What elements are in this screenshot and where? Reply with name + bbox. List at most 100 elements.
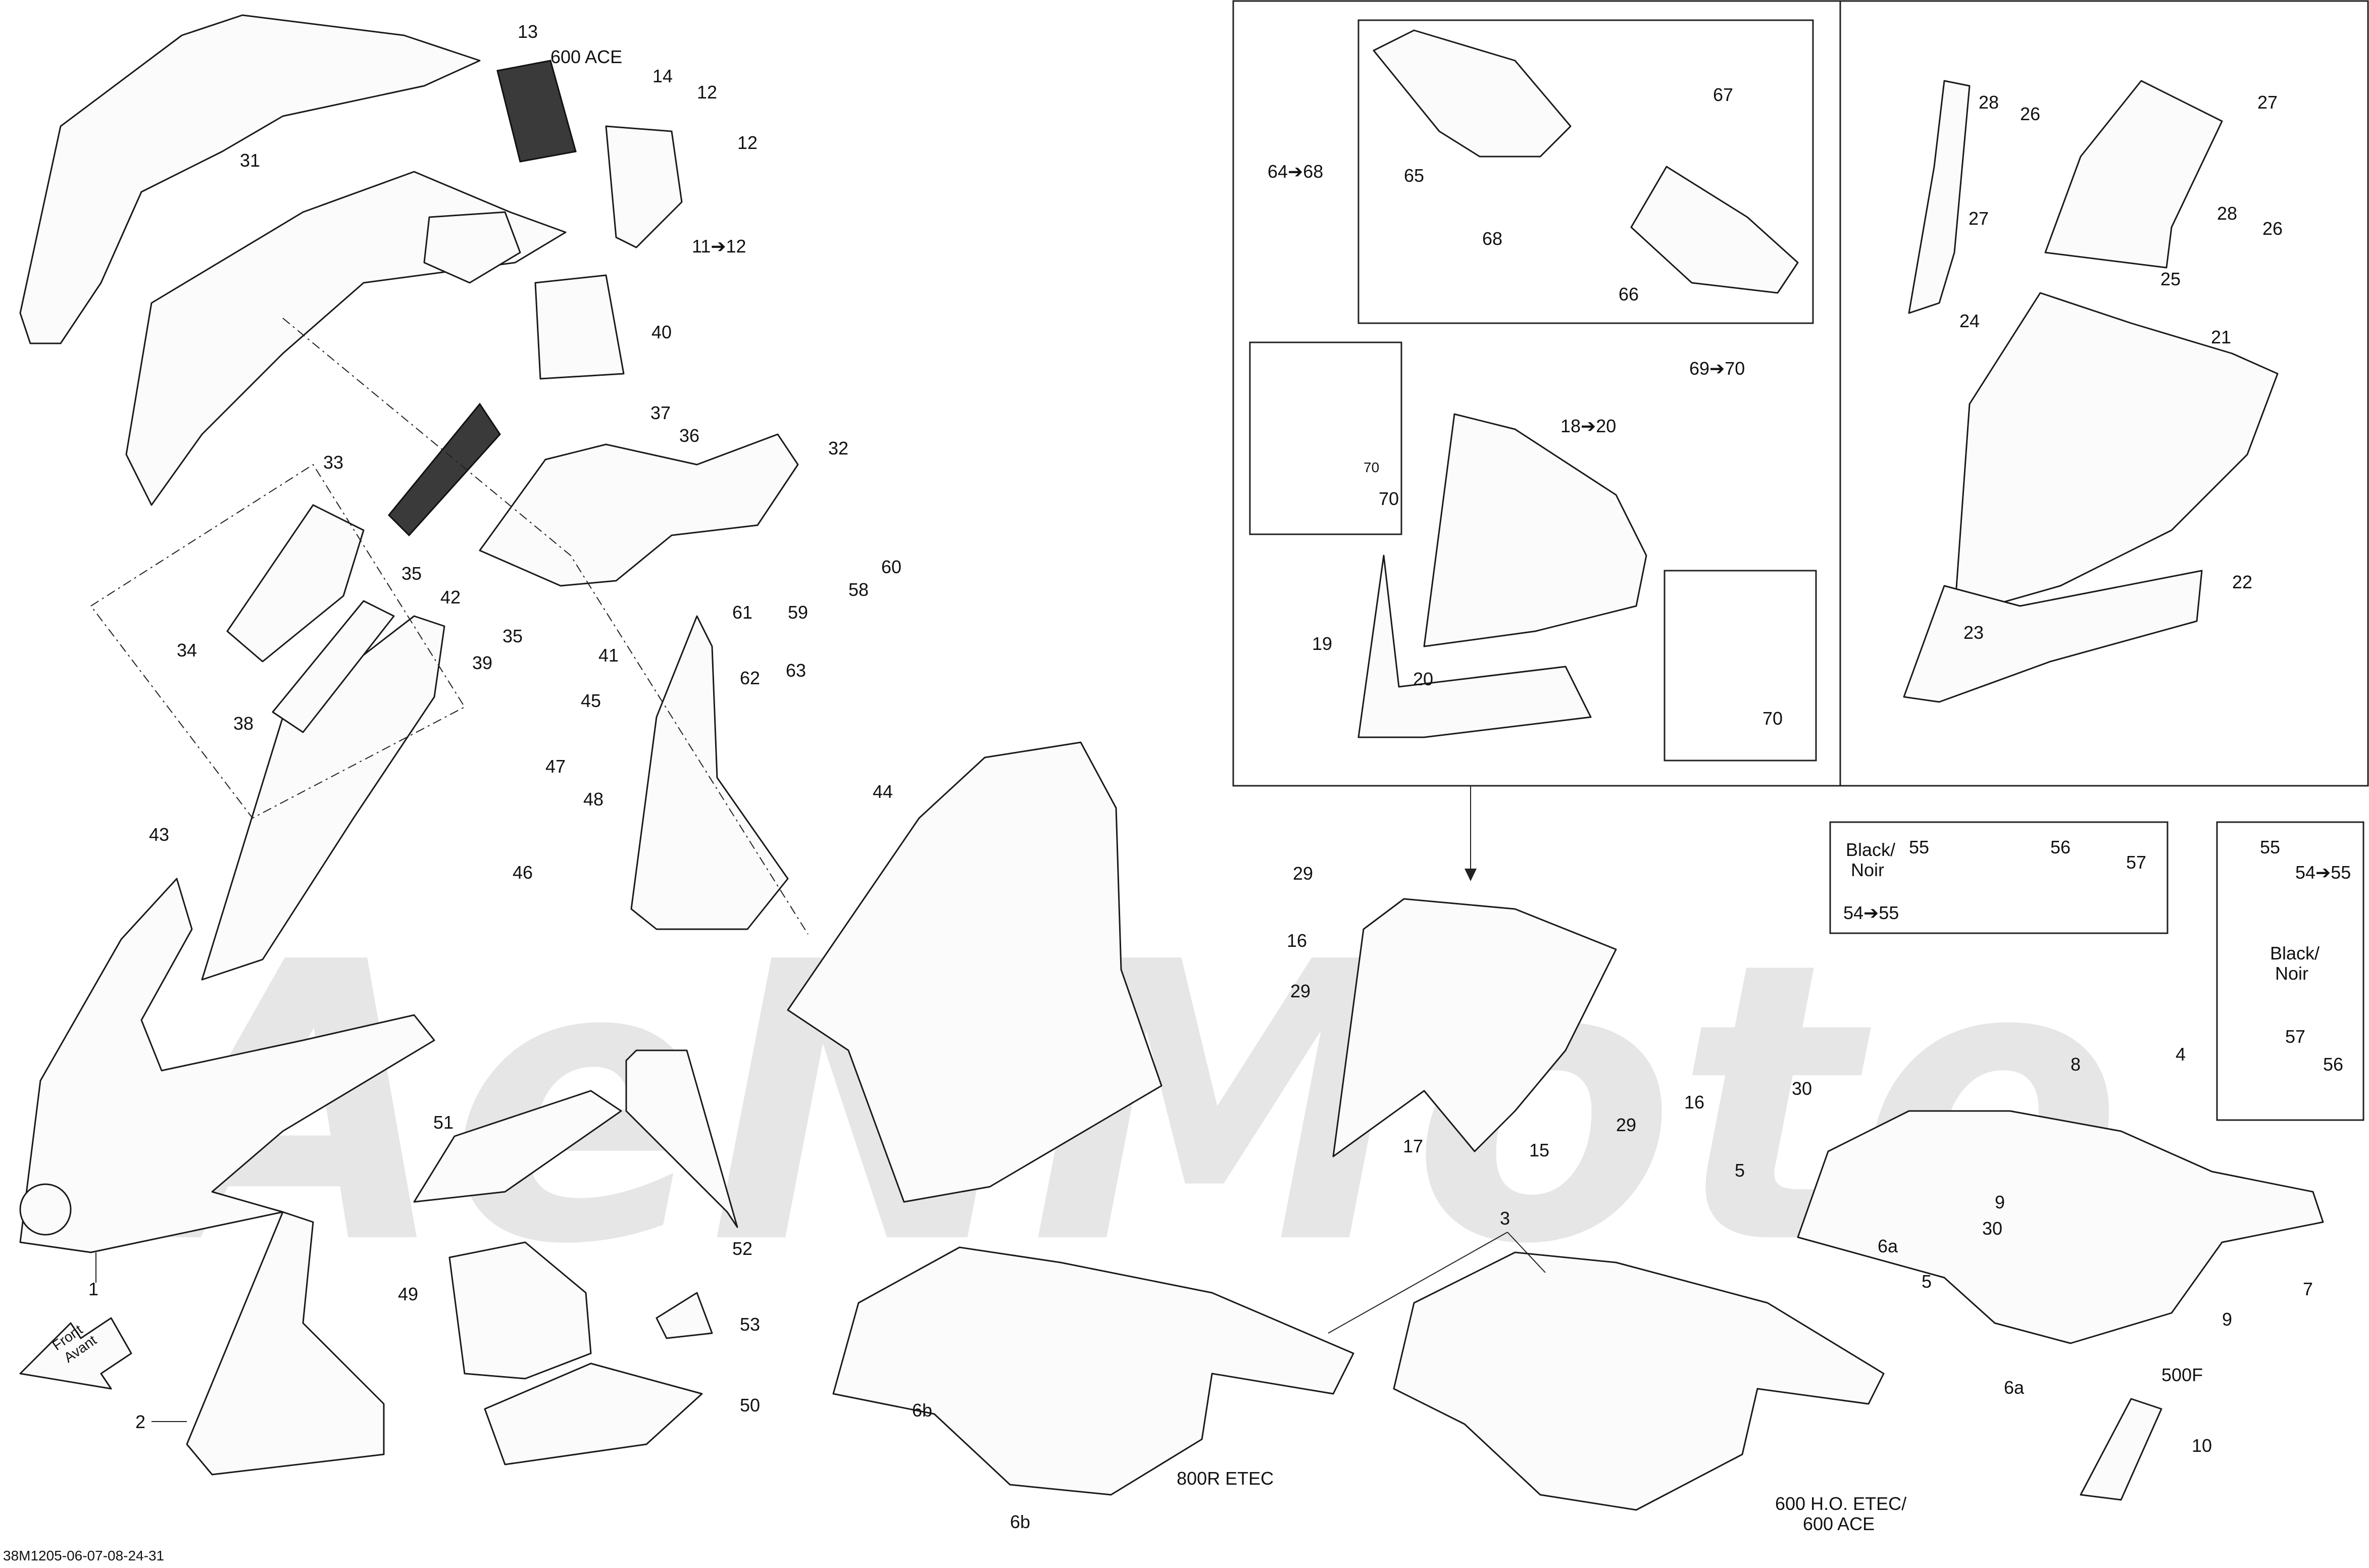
visor-trim-part	[1903, 570, 2203, 703]
callout-15: 15	[1529, 1140, 1549, 1160]
callout-9a: 9	[1995, 1192, 2005, 1212]
callout-7: 7	[2303, 1279, 2313, 1299]
callout-27a: 27	[1969, 208, 1989, 229]
callout-4: 4	[2176, 1044, 2186, 1065]
callout-70c: 70	[1379, 488, 1399, 509]
lower-cover-part	[484, 1362, 703, 1465]
callout-31: 31	[240, 150, 260, 171]
callout-33: 33	[323, 452, 343, 473]
trim-piece-part	[656, 1292, 713, 1339]
trim-part	[272, 600, 395, 733]
colour-note-a-line2: Noir	[1851, 859, 1884, 880]
callout-55a: 55	[1909, 837, 1929, 857]
side-frame-600-part	[1393, 1251, 1885, 1511]
callout-8: 8	[2071, 1054, 2081, 1075]
vent-frame-part	[226, 504, 365, 663]
callout-62: 62	[740, 668, 760, 688]
leader	[1507, 1232, 1546, 1273]
callout-37: 37	[650, 402, 671, 423]
front-direction-arrow: Front Avant	[19, 1317, 132, 1390]
callouts: 1 2 3 4 5 5 6a 6a 6b 6b 7 8 9 9 10 11➔12…	[88, 21, 2351, 1532]
panel-part	[534, 274, 625, 380]
handguard-left-part	[1373, 29, 1572, 158]
callout-40: 40	[651, 322, 672, 342]
arrowhead-icon	[1465, 869, 1477, 881]
guide-line	[282, 318, 809, 935]
callout-60: 60	[881, 557, 901, 577]
callout-35b: 35	[502, 626, 523, 646]
callout-2: 2	[135, 1411, 145, 1432]
callout-30a: 30	[1792, 1078, 1812, 1099]
callout-6a-2: 6a	[2004, 1377, 2025, 1398]
callout-41: 41	[598, 645, 619, 666]
callout-6b-2: 6b	[1010, 1511, 1030, 1532]
callout-45: 45	[581, 690, 601, 711]
callout-29a: 29	[1293, 863, 1313, 884]
callout-19: 19	[1312, 633, 1332, 654]
headlight-part	[496, 60, 577, 163]
callout-27b: 27	[2257, 92, 2278, 113]
colour-note-a-line1: Black/	[1846, 839, 1895, 860]
variant-600ace: 600 ACE	[550, 46, 622, 67]
callout-29b: 29	[1290, 981, 1310, 1001]
callout-64-68: 64➔68	[1268, 161, 1323, 182]
side-fairing-part	[787, 741, 1163, 1203]
accessory-frame	[1232, 0, 2369, 787]
callout-29c: 29	[1616, 1115, 1636, 1135]
drawing-code: 38M1205-06-07-08-24-31	[3, 1548, 164, 1563]
callout-28b: 28	[2217, 203, 2237, 224]
console-cover-part	[479, 433, 799, 587]
callout-65: 65	[1404, 165, 1424, 186]
callout-28a: 28	[1979, 92, 1999, 113]
windshield-part	[1423, 413, 1647, 647]
callout-20: 20	[1413, 669, 1433, 689]
callout-25: 25	[2160, 269, 2181, 289]
callout-23: 23	[1963, 622, 1984, 643]
callout-5b: 5	[1922, 1271, 1932, 1292]
side-frame-500f-part	[1797, 1110, 2324, 1344]
callout-13: 13	[518, 21, 538, 42]
front-arrow-icon	[19, 1317, 132, 1390]
callout-66: 66	[1619, 284, 1639, 305]
callout-12b: 12	[737, 132, 758, 153]
side-deflector-frame	[1664, 570, 1817, 762]
callout-9b: 9	[2222, 1309, 2232, 1330]
callout-57b: 57	[2285, 1026, 2305, 1047]
vent-grille-part	[387, 402, 501, 537]
callout-30b: 30	[1982, 1218, 2002, 1239]
callout-63: 63	[786, 660, 806, 681]
bottom-pan-part	[186, 1211, 385, 1476]
deflector-25-part	[2044, 80, 2223, 269]
callout-48: 48	[583, 789, 603, 810]
lower-panel-part	[448, 1241, 592, 1380]
callout-5a: 5	[1735, 1160, 1745, 1181]
callout-32: 32	[828, 438, 848, 459]
callout-56b: 56	[2323, 1054, 2343, 1075]
windshield-21-part	[1953, 292, 2279, 617]
callout-6a-1: 6a	[1878, 1236, 1898, 1256]
side-frame-800r-part	[832, 1246, 1354, 1496]
callout-58: 58	[848, 579, 869, 600]
windshield-deflector-frame	[1249, 341, 1402, 535]
variant-ho-etec-line1: 600 H.O. ETEC/	[1775, 1493, 1906, 1514]
callout-26b: 26	[2262, 218, 2283, 239]
callout-68: 68	[1482, 228, 1502, 249]
callout-57a: 57	[2126, 852, 2146, 873]
callout-52: 52	[732, 1238, 752, 1259]
callout-55b: 55	[2260, 837, 2280, 857]
callout-67: 67	[1713, 84, 1733, 105]
headlight-lens-part	[19, 1183, 72, 1236]
side-trim-part	[413, 1090, 622, 1203]
variant-500f: 500F	[2161, 1364, 2203, 1385]
callout-61: 61	[732, 602, 752, 623]
callout-16a: 16	[1287, 930, 1307, 951]
handguard-right-part	[1630, 166, 1799, 294]
callout-51: 51	[433, 1112, 453, 1133]
mirror-frame-b	[2216, 821, 2364, 1121]
callout-12a: 12	[697, 82, 717, 103]
callout-54-55a: 54➔55	[1843, 902, 1899, 923]
callout-44: 44	[873, 781, 893, 802]
callout-49: 49	[398, 1284, 418, 1304]
handguard-frame	[1357, 19, 1814, 324]
